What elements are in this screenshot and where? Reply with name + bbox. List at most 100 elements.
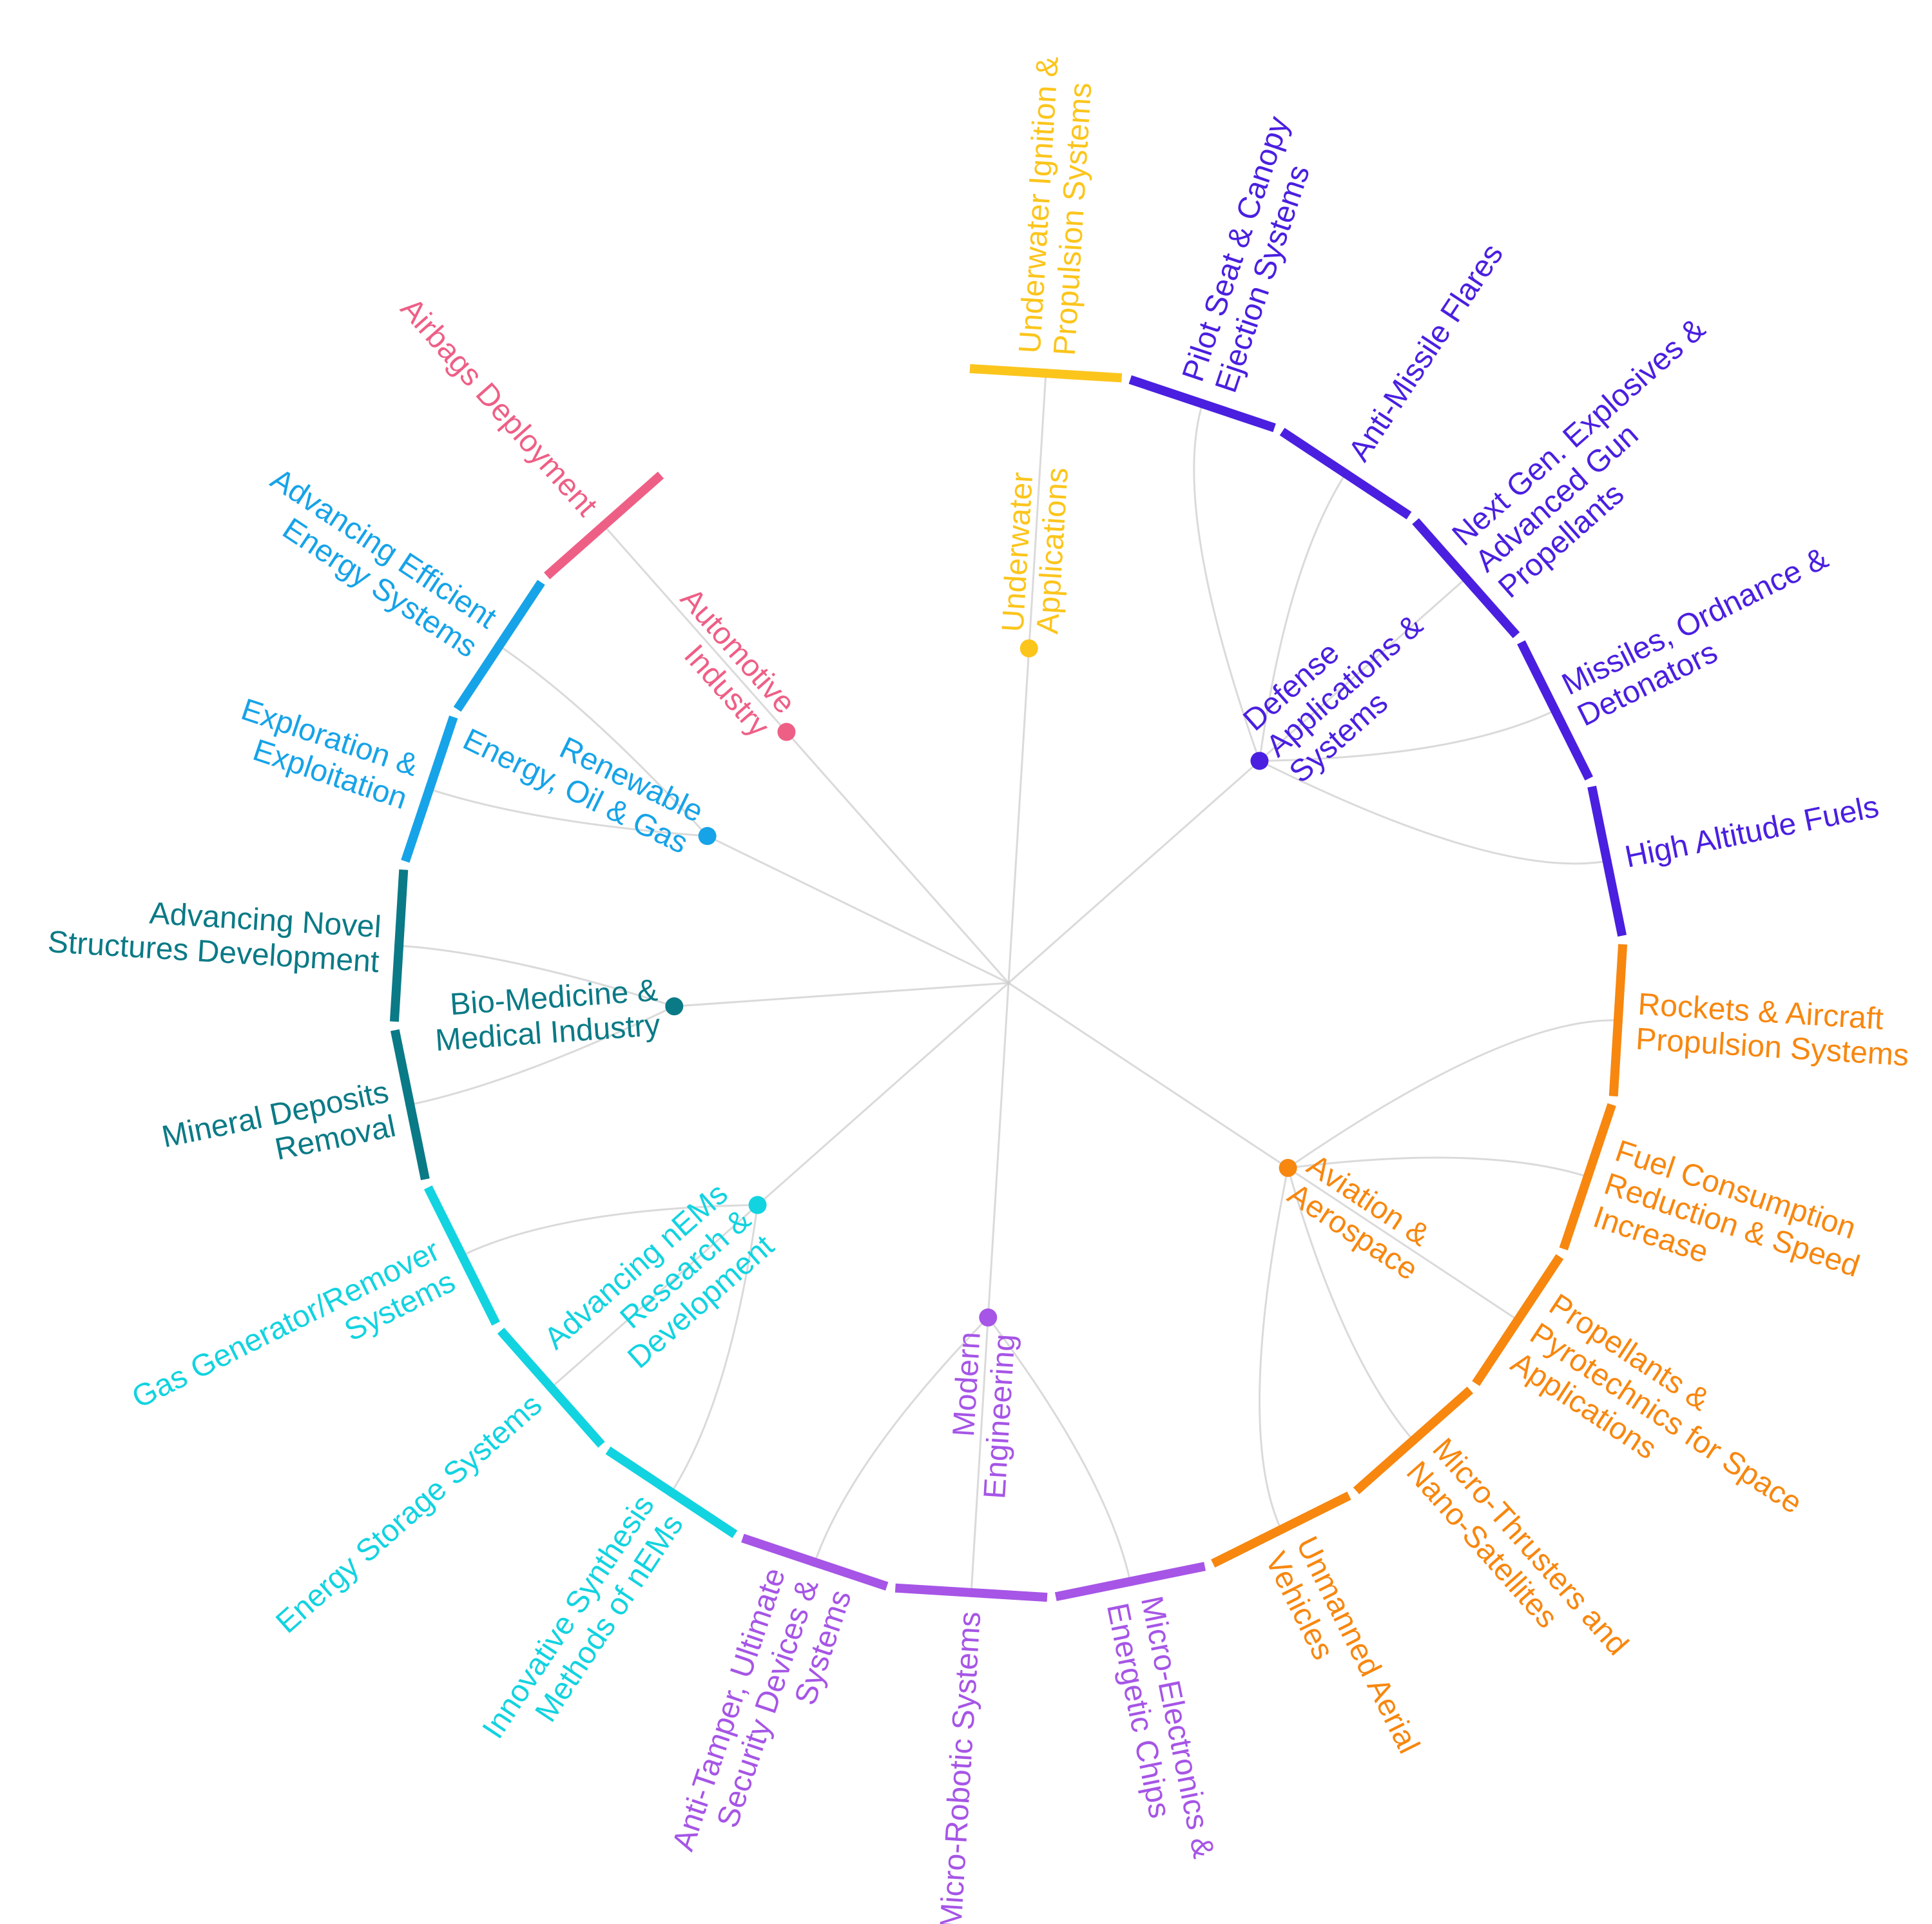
aviation-leaf-link — [1259, 1167, 1290, 1535]
defense-category-dot — [1250, 752, 1269, 770]
nems-category-dot — [748, 1196, 767, 1214]
label-layer: UnderwaterApplicationsDefenseApplication… — [47, 55, 1912, 1924]
nems-leaf-label-line: Energy Storage Systems — [269, 1388, 548, 1640]
biomed-spoke — [674, 982, 1009, 1007]
automotive-ring-segment — [544, 471, 664, 579]
biomed-category-label: Bio-Medicine &Medical Industry — [432, 973, 661, 1058]
underwater-category-label: UnderwaterApplications — [996, 464, 1075, 635]
link-layer — [394, 368, 1623, 1598]
defense-leaf-label: High Altitude Fuels — [1622, 790, 1882, 875]
defense-ring-segment — [1279, 427, 1412, 520]
underwater-leaf-label: Underwater Ignition &Propulsion Systems — [1013, 55, 1100, 356]
defense-leaf-link — [1193, 398, 1261, 761]
aviation-leaf-label: Rockets & AircraftPropulsion Systems — [1635, 987, 1912, 1073]
automotive-category-dot — [777, 723, 796, 741]
renewable-ring-segment — [401, 715, 458, 863]
nems-leaf-link — [457, 1204, 758, 1259]
aviation-leaf-link — [1287, 1019, 1623, 1169]
aviation-category-dot — [1279, 1159, 1297, 1178]
aviation-ring-segment — [1608, 944, 1628, 1097]
renewable-leaf-label: Advancing EfficientEnergy Systems — [246, 462, 503, 665]
modern-leaf-link — [812, 1316, 989, 1568]
defense-leaf-label: Next Gen. Explosives &Advanced GunPropel… — [1446, 312, 1758, 605]
underwater-spoke — [1007, 648, 1030, 984]
nems-leaf-link — [546, 1204, 758, 1392]
modern-leaf-label-line: Micro-Robotic Systems — [934, 1611, 987, 1924]
underwater-category-dot — [1019, 639, 1038, 657]
aviation-category-label: Aviation &Aerospace — [1282, 1148, 1443, 1287]
aviation-leaf-link — [1287, 1167, 1417, 1445]
underwater-ring-segment — [969, 364, 1123, 383]
biomed-leaf-link — [405, 1005, 675, 1107]
defense-leaf-label-line: Anti-Missile Flares — [1342, 238, 1511, 467]
defense-ring-segment — [1128, 375, 1276, 432]
aviation-leaf-label-line: Micro-Thrusters and — [1425, 1432, 1634, 1662]
biomed-leaf-label: Advancing NovelStructures Development — [47, 890, 382, 979]
aviation-leaf-label: Fuel ConsumptionReduction & SpeedIncreas… — [1589, 1134, 1875, 1317]
automotive-spoke — [786, 731, 1010, 984]
nems-leaf-label: Energy Storage Systems — [269, 1388, 548, 1640]
aviation-spoke — [1008, 982, 1289, 1169]
renewable-ring-segment — [453, 579, 545, 712]
aviation-ring-segment — [1211, 1492, 1351, 1568]
renewable-leaf-link — [494, 642, 708, 837]
renewable-leaf-link — [424, 786, 708, 837]
defense-leaf-label: Missiles, Ordnance &Detonators — [1557, 541, 1850, 733]
renewable-category-dot — [698, 827, 717, 846]
defense-leaf-link — [1258, 469, 1349, 761]
aviation-leaf-label: Propellants &Pyrotechnics for SpaceAppli… — [1505, 1288, 1827, 1550]
modern-spoke — [987, 982, 1010, 1318]
biomed-ring-segment — [390, 1029, 430, 1181]
automotive-category-label: AutomotiveIndustry — [648, 582, 802, 744]
center-point — [1007, 981, 1010, 985]
renewable-spoke — [706, 835, 1009, 984]
aviation-leaf-label-line: Pyrotechnics for Space — [1524, 1317, 1808, 1521]
renewable-category-label: RenewableEnergy, Oil & Gas — [458, 691, 708, 860]
modern-ring-segment — [894, 1583, 1048, 1602]
biomed-category-dot — [665, 997, 684, 1016]
biomed-leaf-link — [394, 944, 675, 1007]
defense-ring-segment — [1412, 518, 1520, 639]
defense-ring-segment — [1517, 640, 1594, 781]
ring-layer — [389, 364, 1628, 1602]
defense-category-label: DefenseApplications &Systems — [1237, 582, 1452, 790]
aviation-ring-segment — [1353, 1386, 1473, 1495]
defense-spoke — [1008, 760, 1261, 984]
aviation-leaf-label: Unmanned AerialVehicles — [1259, 1531, 1426, 1774]
aviation-leaf-link — [1287, 1167, 1523, 1324]
nems-ring-segment — [423, 1185, 500, 1326]
defense-ring-segment — [1587, 785, 1627, 937]
biomed-ring-segment — [389, 869, 409, 1022]
biomed-leaf-label: Mineral DepositsRemoval — [159, 1075, 399, 1189]
modern-ring-segment — [1054, 1562, 1206, 1602]
modern-ring-segment — [741, 1533, 889, 1591]
nems-leaf-label: Innovative SynthesisMethods of nEMs — [476, 1489, 690, 1764]
nems-spoke — [757, 982, 1009, 1206]
automotive-leaf-label: Airbags Deployment — [394, 291, 604, 523]
defense-leaf-link — [1259, 707, 1560, 762]
nems-ring-segment — [497, 1327, 605, 1448]
nems-leaf-link — [668, 1205, 759, 1497]
automotive-leaf-link — [600, 521, 787, 733]
modern-category-dot — [979, 1308, 998, 1327]
aviation-leaf-label: Micro-Thrusters andNano-Satellites — [1400, 1432, 1635, 1686]
defense-leaf-link — [1259, 760, 1612, 865]
defense-leaf-label: Anti-Missile Flares — [1342, 238, 1511, 467]
modern-leaf-link — [987, 1317, 1132, 1587]
aviation-ring-segment — [1559, 1103, 1616, 1250]
defense-leaf-link — [1259, 574, 1471, 762]
nems-category-label: Advancing nEMsResearch &Development — [538, 1177, 780, 1408]
modern-leaf-label: Anti-Tamper, UltimateSecurity Devices &S… — [666, 1564, 858, 1877]
nems-leaf-label: Gas Generator/RemoverSystems — [127, 1234, 461, 1446]
modern-leaf-label: Micro-Electronics &Energetic Chips — [1100, 1593, 1221, 1868]
automotive-leaf-label-line: Airbags Deployment — [394, 291, 604, 523]
modern-leaf-link — [970, 1317, 989, 1598]
aviation-ring-segment — [1472, 1254, 1564, 1386]
modern-category-label-line: Modern — [947, 1331, 987, 1438]
modern-category-label: ModernEngineering — [943, 1331, 1021, 1500]
defense-leaf-label-line: High Altitude Fuels — [1622, 790, 1882, 875]
defense-leaf-label: Pilot Seat & CanopyEjection Systems — [1176, 112, 1329, 396]
underwater-leaf-link — [1028, 368, 1047, 649]
